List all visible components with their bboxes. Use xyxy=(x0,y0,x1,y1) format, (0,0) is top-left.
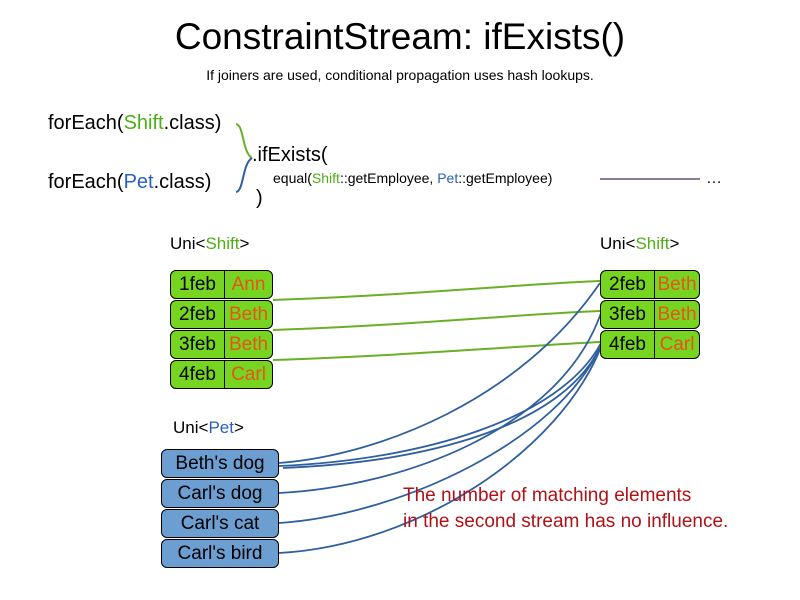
wire-blue-extra-2 xyxy=(282,344,602,469)
left-label-suffix: > xyxy=(239,234,250,253)
annotation-line-1: The number of matching elements xyxy=(403,485,692,506)
left-shift-employee-2: Beth xyxy=(228,304,269,325)
equal-mid: ::getEmployee, xyxy=(339,170,438,186)
pet-label-prefix: Uni< xyxy=(173,418,209,437)
pet-label-suffix: > xyxy=(233,418,244,437)
joiner-ellipsis: … xyxy=(706,170,722,187)
brace-icon xyxy=(235,123,253,193)
right-shift-employee-3: Carl xyxy=(659,334,695,355)
left-shift-employee-4: Carl xyxy=(231,364,266,385)
left-label-prefix: Uni< xyxy=(170,234,206,253)
wire-green-2feb xyxy=(272,280,601,301)
pet-label-type: Pet xyxy=(208,418,234,437)
wire-blue-carls-dog xyxy=(278,312,602,494)
right-shift-date-1: 2feb xyxy=(601,271,655,298)
left-shift-row-1[interactable]: 1feb Ann xyxy=(170,270,273,299)
left-shift-row-3[interactable]: 3feb Beth xyxy=(170,330,273,359)
right-shift-date-2: 3feb xyxy=(601,301,655,328)
left-label-type: Shift xyxy=(205,234,240,253)
page-subtitle: If joiners are used, conditional propaga… xyxy=(206,67,594,83)
page-title: ConstraintStream: ifExists() xyxy=(174,16,626,57)
right-label-suffix: > xyxy=(669,234,680,253)
wire-blue-beths-dog xyxy=(278,282,601,464)
code-close-paren: ) xyxy=(256,187,263,209)
right-stream-label: Uni<Shift> xyxy=(600,234,679,254)
right-shift-row-1[interactable]: 2feb Beth xyxy=(600,270,700,299)
left-shift-row-4[interactable]: 4feb Carl xyxy=(170,360,273,389)
foreach-shift-prefix: forEach( xyxy=(48,112,124,134)
equal-prefix: equal( xyxy=(273,170,312,186)
left-shift-employee-3: Beth xyxy=(228,334,269,355)
pet-name-1: Beth's dog xyxy=(175,453,265,474)
pet-row-4[interactable]: Carl's bird xyxy=(161,539,279,568)
pet-name-3: Carl's cat xyxy=(180,513,260,534)
right-label-prefix: Uni< xyxy=(600,234,636,253)
equal-suffix: ::getEmployee) xyxy=(458,170,553,186)
wire-green-4feb xyxy=(272,341,601,361)
right-shift-row-2[interactable]: 3feb Beth xyxy=(600,300,700,329)
right-shift-date-3: 4feb xyxy=(601,331,655,358)
pet-row-3[interactable]: Carl's cat xyxy=(161,509,279,538)
pet-name-4: Carl's bird xyxy=(177,543,263,564)
pet-name-2: Carl's dog xyxy=(177,483,263,504)
left-stream-label: Uni<Shift> xyxy=(170,234,249,254)
pet-row-1[interactable]: Beth's dog xyxy=(161,449,279,478)
foreach-pet-suffix: .class) xyxy=(153,171,212,193)
wire-blue-extra-1 xyxy=(278,342,602,467)
pet-row-2[interactable]: Carl's dog xyxy=(161,479,279,508)
code-equal-joiner: equal(Shift::getEmployee, Pet::getEmploy… xyxy=(273,170,552,187)
equal-type-shift: Shift xyxy=(311,170,340,186)
left-shift-date-4: 4feb xyxy=(171,361,225,388)
code-foreach-pet: forEach(Pet.class) xyxy=(48,170,211,194)
right-shift-employee-1: Beth xyxy=(657,274,697,295)
left-shift-date-1: 1feb xyxy=(171,271,225,298)
right-label-type: Shift xyxy=(635,234,670,253)
left-shift-date-2: 2feb xyxy=(171,301,225,328)
equal-type-pet: Pet xyxy=(437,170,459,186)
code-foreach-shift: forEach(Shift.class) xyxy=(48,111,221,135)
right-shift-row-3[interactable]: 4feb Carl xyxy=(600,330,700,359)
wire-green-3feb xyxy=(272,310,601,331)
type-pet: Pet xyxy=(123,171,154,193)
left-shift-employee-1: Ann xyxy=(231,274,266,295)
foreach-pet-prefix: forEach( xyxy=(48,171,124,193)
pet-stream-label: Uni<Pet> xyxy=(173,418,244,438)
foreach-shift-suffix: .class) xyxy=(163,112,222,134)
left-shift-row-2[interactable]: 2feb Beth xyxy=(170,300,273,329)
annotation-line-2: in the second stream has no influence. xyxy=(403,511,729,532)
left-shift-date-3: 3feb xyxy=(171,331,225,358)
right-shift-employee-2: Beth xyxy=(657,304,697,325)
code-ifexists-open: .ifExists( xyxy=(252,144,328,166)
type-shift: Shift xyxy=(123,112,164,134)
